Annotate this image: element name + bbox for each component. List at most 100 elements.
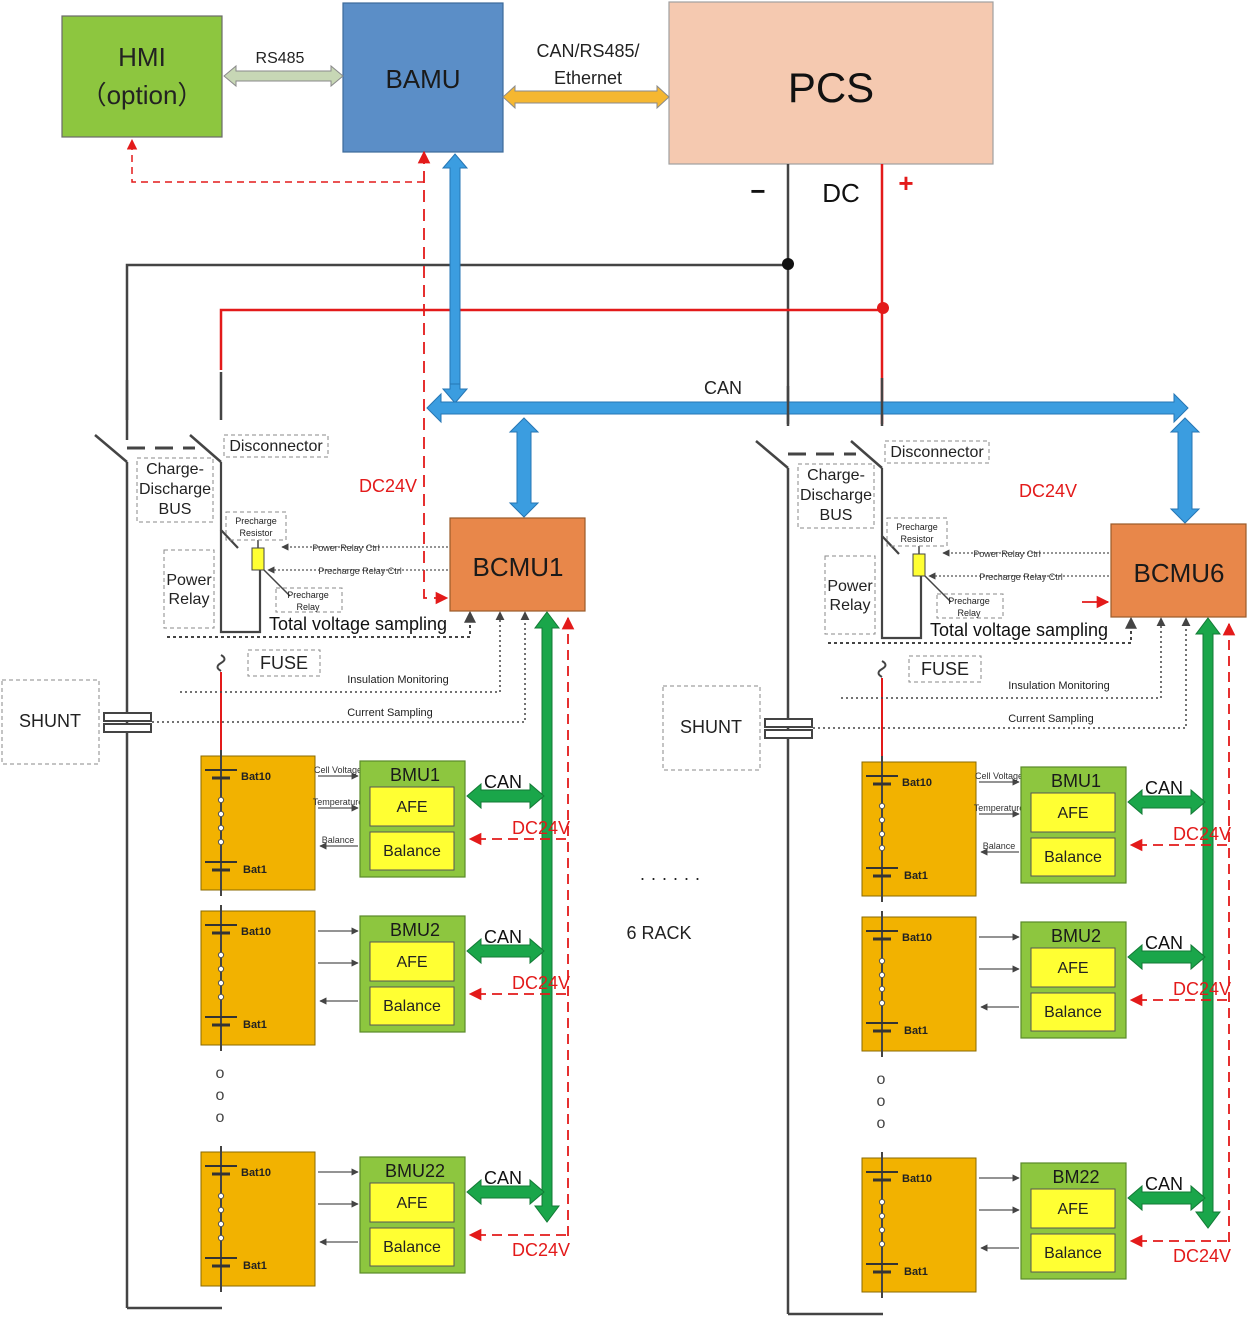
cell-dot bbox=[217, 810, 225, 818]
cell-dot bbox=[217, 824, 225, 832]
bmu-dc24v-label: DC24V bbox=[1173, 1246, 1231, 1266]
power-relay-ctrl-label: Power Relay Ctrl bbox=[973, 549, 1041, 559]
bus-box bbox=[797, 463, 875, 529]
bamu-dc24v-label: DC24V bbox=[359, 476, 417, 496]
shunt-bar-bottom bbox=[103, 723, 152, 733]
bus-label-2: Discharge bbox=[800, 487, 872, 504]
fuse-symbol bbox=[877, 660, 887, 678]
balance-signal-label: Balance bbox=[322, 835, 355, 845]
cell-dot bbox=[878, 1198, 886, 1206]
cell-dot bbox=[878, 957, 886, 965]
precharge-resistor-box bbox=[886, 517, 948, 547]
cell-dot bbox=[878, 844, 886, 852]
bamu-title: BAMU bbox=[385, 64, 460, 94]
cell-dot bbox=[878, 1212, 886, 1220]
afe-label: AFE bbox=[396, 1195, 427, 1212]
afe-box bbox=[369, 1182, 455, 1223]
current-sampling-label: Current Sampling bbox=[1008, 713, 1094, 725]
battery-top-label: Bat10 bbox=[902, 1173, 932, 1185]
dc-terminals: − DC + bbox=[750, 168, 913, 208]
bmu-title: BMU22 bbox=[385, 1161, 445, 1181]
bmu-can-arrow bbox=[1127, 788, 1206, 816]
pcs-block: PCS bbox=[668, 1, 994, 165]
temperature-label: Temperature bbox=[313, 797, 364, 807]
bmu-dc24v-label: DC24V bbox=[512, 1240, 570, 1260]
precharge-resistor-label-1: Precharge bbox=[235, 516, 277, 526]
bmu-can-arrow bbox=[1127, 1184, 1206, 1212]
bmu-can-arrow bbox=[466, 782, 545, 810]
power-relay-label-1: Power bbox=[166, 572, 212, 589]
total-voltage-label: Total voltage sampling bbox=[930, 620, 1108, 640]
cell-dot bbox=[878, 971, 886, 979]
precharge-relay-ctrl-label: Precharge Relay Ctrl bbox=[979, 572, 1063, 582]
afe-label: AFE bbox=[1057, 805, 1088, 822]
pcs-title: PCS bbox=[788, 64, 874, 111]
precharge-relay-box bbox=[275, 587, 343, 613]
precharge-resistor bbox=[251, 547, 265, 571]
cell-dot bbox=[217, 951, 225, 959]
rack-vdot: o bbox=[877, 1071, 886, 1088]
cell-dot bbox=[217, 1206, 225, 1214]
temperature-label: Temperature bbox=[974, 803, 1025, 813]
cell-dot bbox=[217, 838, 225, 846]
battery-bottom-label: Bat1 bbox=[243, 1260, 267, 1272]
bus-label-2: Discharge bbox=[139, 481, 211, 498]
total-voltage-line bbox=[828, 616, 1137, 644]
cell-voltage-label: Cell Voltage bbox=[314, 765, 362, 775]
rack-vdot: o bbox=[877, 1093, 886, 1110]
precharge-resistor-label-2: Resistor bbox=[900, 534, 933, 544]
bcmu-box bbox=[1110, 523, 1247, 618]
power-relay-label-2: Relay bbox=[169, 591, 210, 608]
precharge-relay-ctrl-label: Precharge Relay Ctrl bbox=[318, 566, 402, 576]
afe-label: AFE bbox=[1057, 1201, 1088, 1218]
afe-box bbox=[369, 941, 455, 982]
rack-vdot: o bbox=[216, 1087, 225, 1104]
cell-dot bbox=[878, 802, 886, 810]
cell-dot bbox=[878, 1226, 886, 1234]
precharge-resistor bbox=[912, 553, 926, 577]
balance-label: Balance bbox=[1044, 1245, 1102, 1262]
precharge-relay-label-2: Relay bbox=[296, 602, 320, 612]
rack-vdot: o bbox=[216, 1109, 225, 1126]
fuse-box bbox=[908, 655, 982, 683]
precharge-resistor-label-2: Resistor bbox=[239, 528, 272, 538]
bus-label-3: BUS bbox=[820, 507, 853, 524]
bus-label-3: BUS bbox=[159, 501, 192, 518]
bmu-can-label: CAN bbox=[484, 1168, 522, 1188]
battery-bottom-label: Bat1 bbox=[904, 1025, 928, 1037]
current-sampling-line bbox=[813, 617, 1191, 729]
power-relay-contact bbox=[219, 462, 239, 549]
rack-6: DisconnectorCharge-DischargeBUSPrecharge… bbox=[662, 378, 1247, 1316]
rack-1: DisconnectorCharge-DischargeBUSPrecharge… bbox=[1, 372, 586, 1310]
shunt-label: SHUNT bbox=[19, 711, 81, 731]
precharge-resistor-label-1: Precharge bbox=[896, 522, 938, 532]
fuse-box bbox=[247, 649, 321, 677]
balance-box bbox=[1030, 1233, 1116, 1273]
balance-label: Balance bbox=[383, 1239, 441, 1256]
total-voltage-line bbox=[167, 610, 476, 638]
cell-dot bbox=[217, 993, 225, 1001]
disconnector-blade-positive bbox=[850, 440, 883, 469]
shunt-label: SHUNT bbox=[680, 717, 742, 737]
shunt-bar-top bbox=[764, 718, 813, 728]
precharge-relay-label-2: Relay bbox=[957, 608, 981, 618]
afe-box bbox=[1030, 1188, 1116, 1229]
precharge-relay-box bbox=[936, 593, 1004, 619]
cell-dot bbox=[217, 965, 225, 973]
power-relay-label-2: Relay bbox=[830, 597, 871, 614]
rack-dots: · · · · · · bbox=[640, 868, 701, 888]
bmu-dc24v-label: DC24V bbox=[512, 818, 570, 838]
main-can-label: CAN bbox=[704, 378, 742, 398]
disconnector-box bbox=[223, 434, 329, 458]
afe-box bbox=[1030, 947, 1116, 988]
disconnector-box bbox=[884, 440, 990, 464]
insulation-label: Insulation Monitoring bbox=[1008, 680, 1110, 692]
precharge-relay-label-1: Precharge bbox=[948, 596, 990, 606]
hmi-title: HMI bbox=[118, 42, 166, 72]
battery-bottom-label: Bat1 bbox=[243, 1019, 267, 1031]
bmu-can-label: CAN bbox=[1145, 1174, 1183, 1194]
power-relay-ctrl-label: Power Relay Ctrl bbox=[312, 543, 380, 553]
